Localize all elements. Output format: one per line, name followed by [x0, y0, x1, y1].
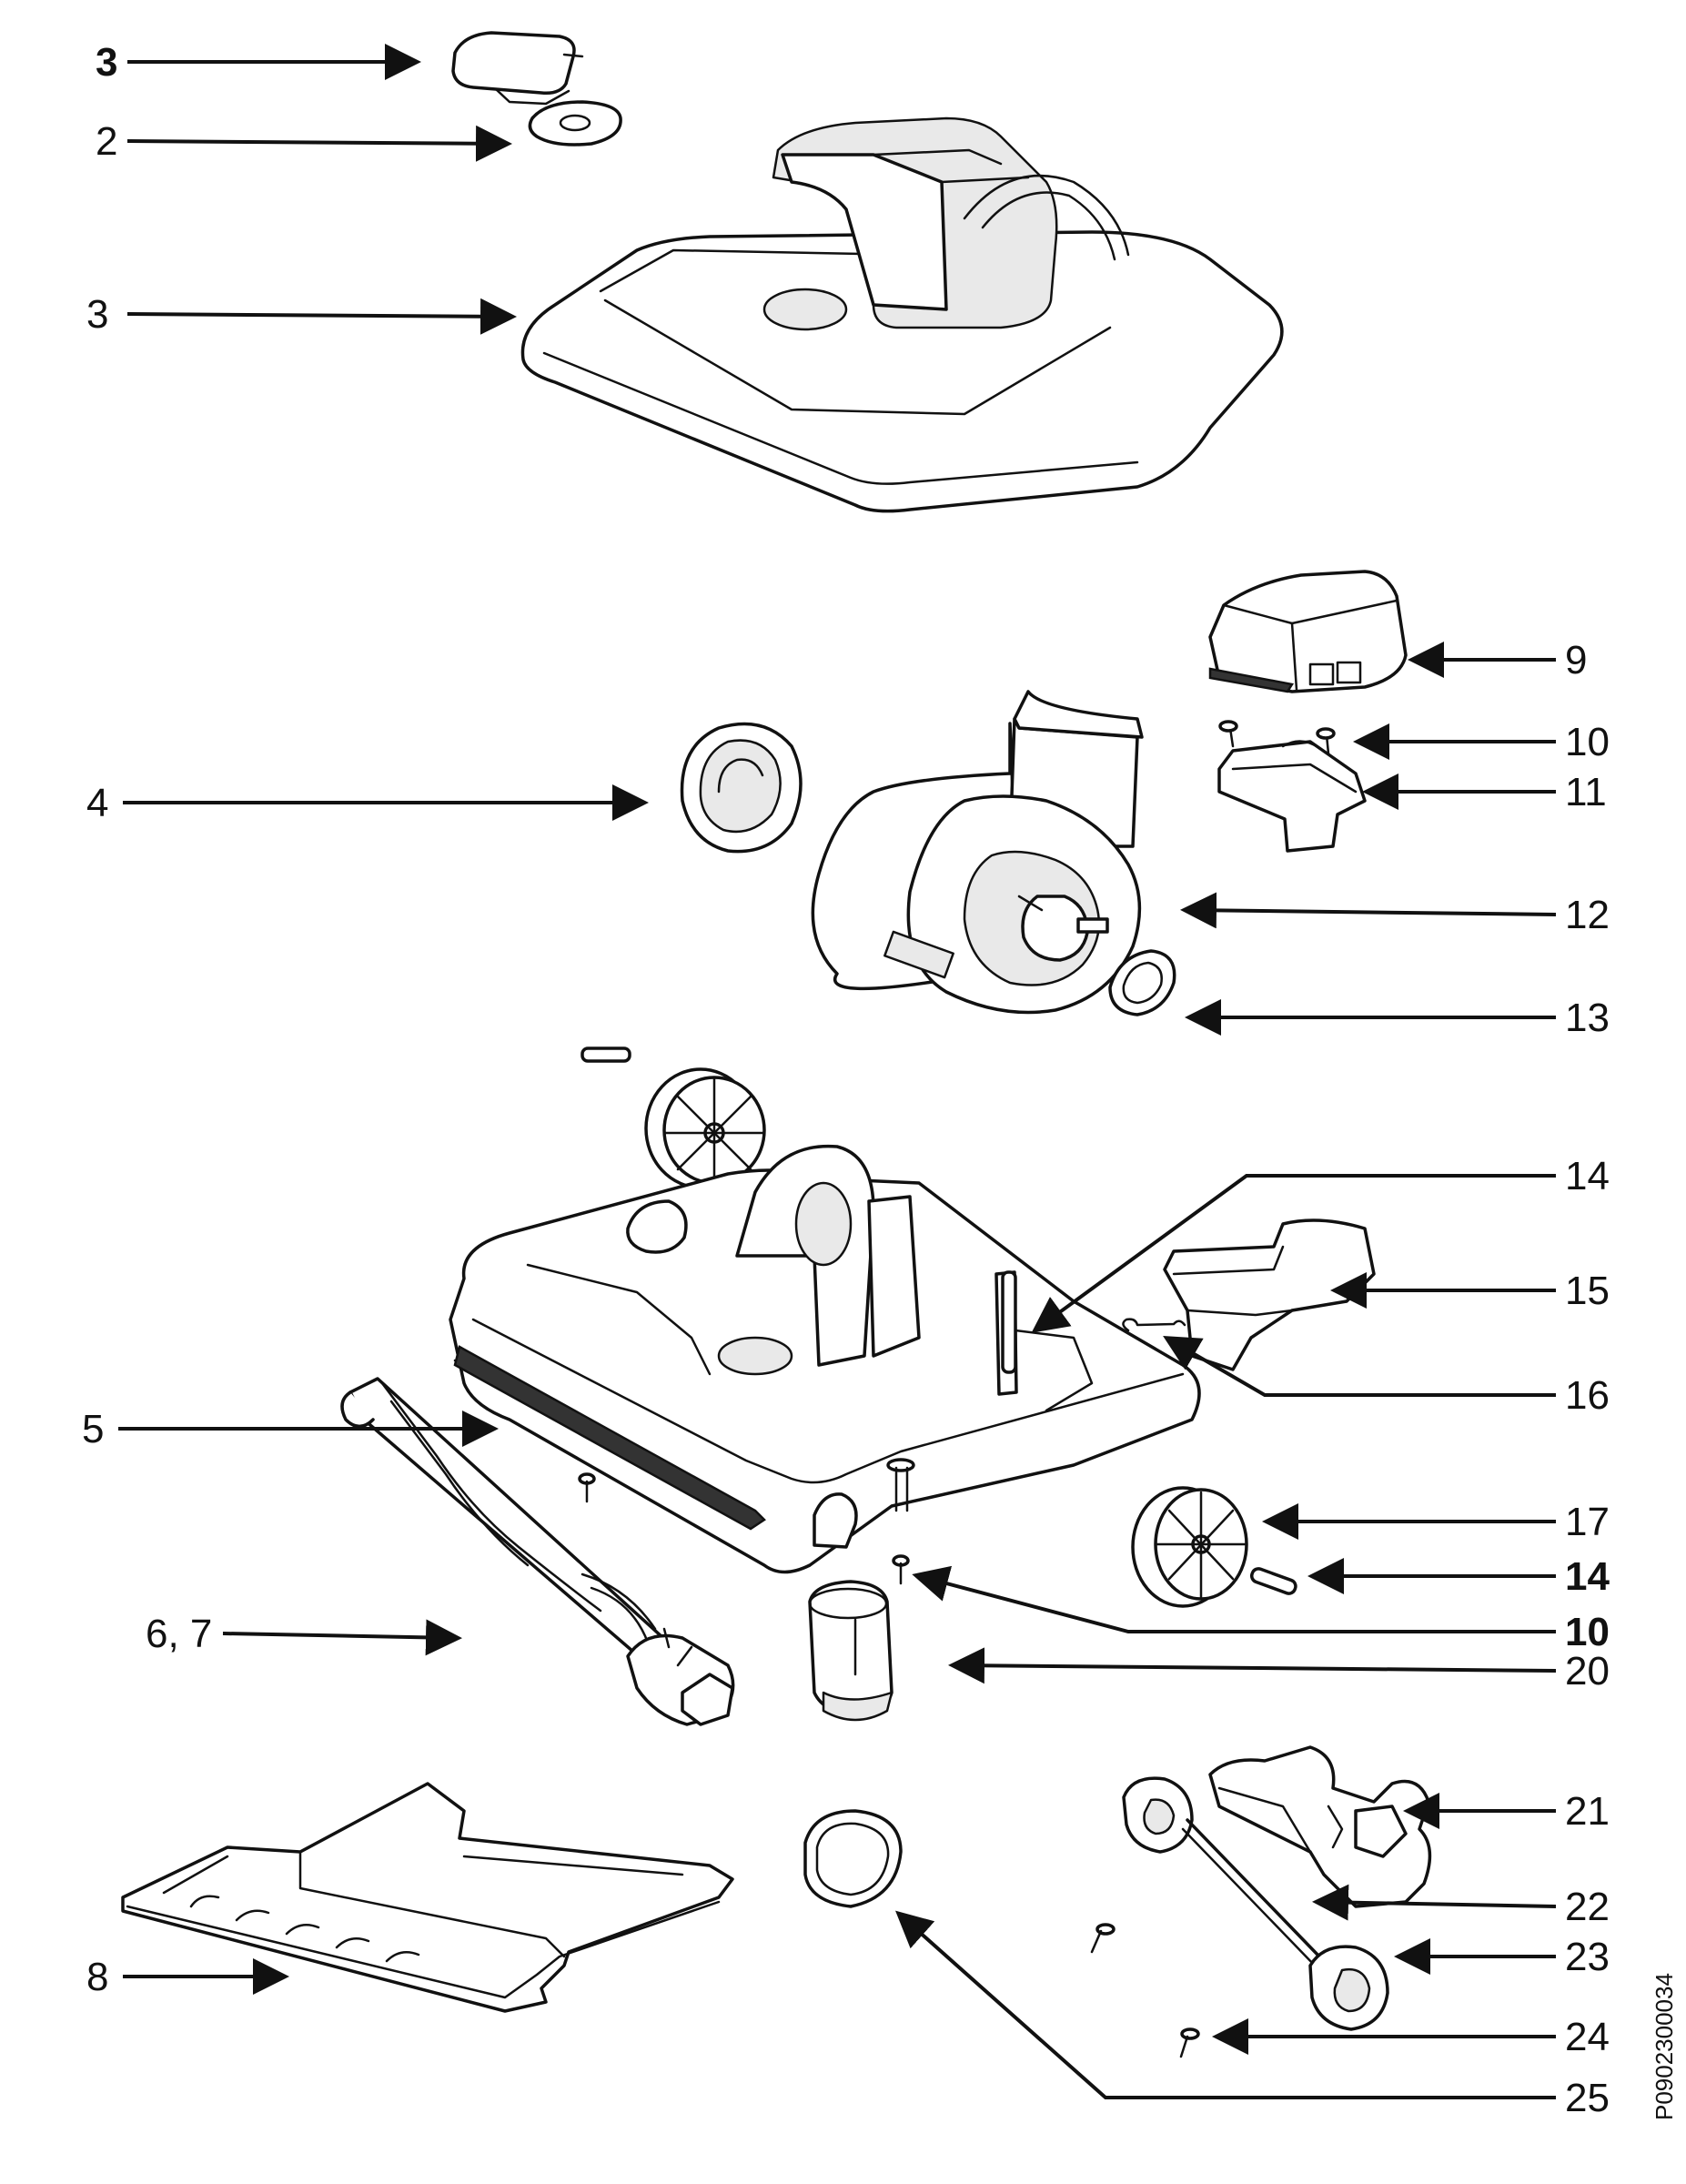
- document-id: P0902300034: [1651, 1973, 1678, 2120]
- part-seal-ring: [1108, 949, 1176, 1016]
- part-axle-pin: [1249, 1567, 1297, 1595]
- callout-labels: 3 2 3 9 10 11 4 12 13 14 15 16 5 17 14 1…: [82, 40, 1610, 2120]
- callout-c3b: 3: [86, 292, 108, 337]
- part-belt: [803, 1809, 903, 1908]
- part-screws-upper: [1218, 720, 1336, 755]
- callout-c11: 11: [1565, 770, 1607, 814]
- callout-c14b: 14: [1565, 1554, 1610, 1599]
- part-pin-upper: [1001, 1270, 1017, 1374]
- part-bracket: [1217, 740, 1367, 853]
- callout-c9: 9: [1565, 638, 1587, 682]
- callout-c22: 22: [1565, 1885, 1610, 1929]
- part-motor: [811, 690, 1144, 1015]
- callout-c21: 21: [1565, 1789, 1610, 1834]
- part-cover-plate: [451, 31, 584, 106]
- callout-c12: 12: [1565, 893, 1610, 937]
- callout-c2: 2: [96, 119, 117, 164]
- callout-c3a: 3: [96, 40, 117, 85]
- part-gasket: [528, 100, 622, 147]
- callout-c10a: 10: [1565, 720, 1610, 764]
- callout-c5: 5: [82, 1407, 104, 1451]
- part-screws-lower: [578, 1472, 910, 1585]
- callout-c8: 8: [86, 1955, 108, 1999]
- callout-c16: 16: [1565, 1373, 1610, 1418]
- callout-c14a: 14: [1565, 1154, 1610, 1198]
- part-base-housing: [449, 1144, 1201, 1574]
- part-bearing: [680, 722, 803, 854]
- callout-c67: 6, 7: [146, 1612, 212, 1656]
- callout-c17: 17: [1565, 1500, 1610, 1544]
- callout-c15: 15: [1565, 1269, 1610, 1313]
- part-rear-wheel-upper: [581, 1046, 766, 1189]
- part-rear-carriage: [1208, 1745, 1432, 1908]
- part-handle-cover: [1208, 570, 1408, 693]
- part-pedal: [1163, 1218, 1376, 1371]
- part-front-wheel-assembly: [1122, 1776, 1389, 2031]
- callout-c13: 13: [1565, 996, 1610, 1040]
- part-brush-roll: [340, 1377, 735, 1726]
- callout-c4: 4: [86, 781, 108, 825]
- callout-leaders: [118, 44, 1557, 2099]
- part-rear-wheel: [1131, 1486, 1248, 1608]
- callout-c10b: 10: [1565, 1610, 1610, 1654]
- callout-c23: 23: [1565, 1935, 1610, 1979]
- part-hood: [520, 116, 1284, 513]
- part-agitator-cup: [808, 1580, 893, 1722]
- part-screws-bottom: [1090, 1923, 1200, 2058]
- callout-c20: 20: [1565, 1649, 1610, 1694]
- callout-c24: 24: [1565, 2015, 1610, 2059]
- callout-c25: 25: [1565, 2076, 1610, 2120]
- part-spring: [1122, 1318, 1186, 1332]
- part-bottom-plate: [121, 1782, 734, 2013]
